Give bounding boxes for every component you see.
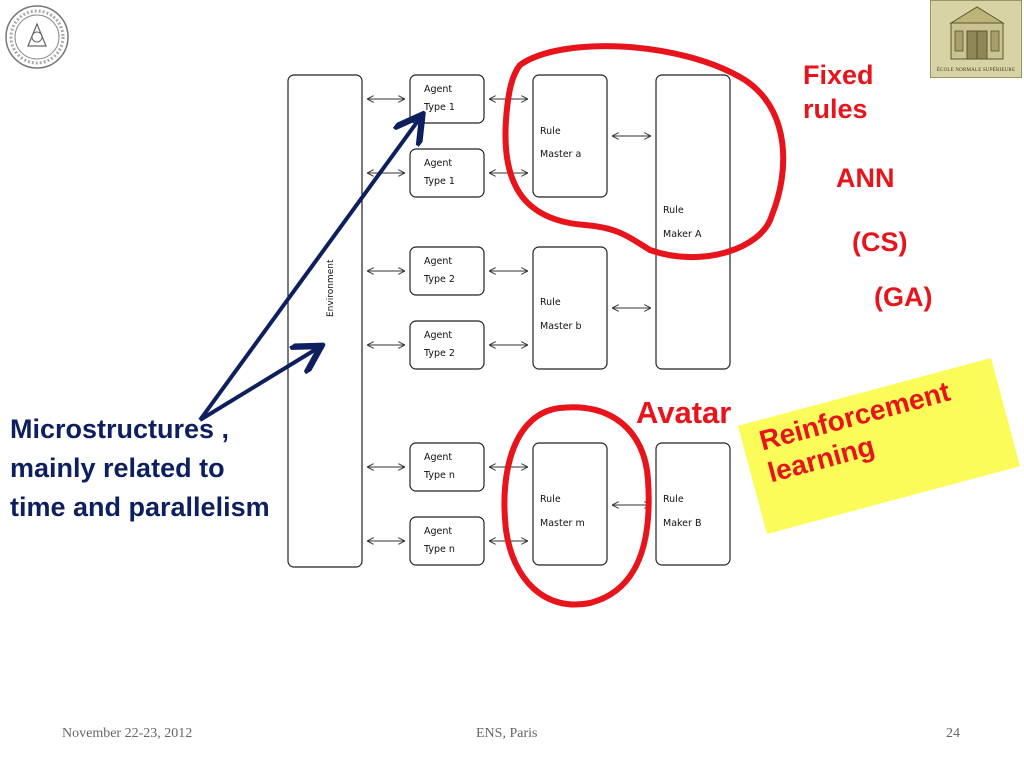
footer-date: November 22-23, 2012 — [62, 726, 193, 741]
rule-master-box — [532, 246, 608, 370]
agent-label-line1: Agent — [424, 526, 453, 537]
ens-logo: ÉCOLE NORMALE SUPÉRIEURE — [930, 0, 1022, 78]
rule-maker-box — [655, 74, 731, 370]
agent-label-line2: Type n — [424, 544, 455, 555]
agent-box — [409, 74, 485, 124]
avatar-loop — [501, 404, 652, 608]
agent-label-line2: Type 1 — [424, 102, 455, 113]
cs-annotation: (CS) — [852, 227, 908, 257]
agent-box — [409, 148, 485, 198]
agent-box — [409, 442, 485, 492]
rule-maker-label-line2: Maker B — [663, 518, 702, 529]
agent-label-line1: Agent — [424, 84, 453, 95]
ens-logo-caption: ÉCOLE NORMALE SUPÉRIEURE — [936, 68, 1016, 73]
footer-venue: ENS, Paris — [476, 726, 538, 741]
agent-label-line2: Type n — [424, 470, 455, 481]
rule-master-label-line2: Master b — [540, 321, 582, 332]
avatar-annotation: Avatar — [636, 395, 732, 430]
agent-label-line1: Agent — [424, 158, 453, 169]
university-seal-logo — [4, 4, 70, 70]
agent-label-line2: Type 2 — [424, 348, 455, 359]
agent-label-line1: Agent — [424, 256, 453, 267]
rule-master-label-line1: Rule — [540, 126, 561, 137]
rule-maker-box — [655, 442, 731, 566]
agent-box — [409, 246, 485, 296]
rule-master-label-line2: Master m — [540, 518, 585, 529]
rule-maker-label-line1: Rule — [663, 205, 684, 216]
ann-annotation: ANN — [836, 163, 895, 193]
rule-master-label-line1: Rule — [540, 297, 561, 308]
page-number: 24 — [946, 726, 960, 741]
environment-label: Environment — [326, 259, 336, 317]
micro-arrow-upper — [198, 118, 420, 422]
rule-master-label-line2: Master a — [540, 149, 582, 160]
fixed-rules-annotation: Fixed rules — [803, 60, 874, 124]
rule-maker-label-line2: Maker A — [663, 229, 702, 240]
rule-master-box — [532, 74, 608, 198]
agent-label-line2: Type 1 — [424, 176, 455, 187]
environment-box — [287, 74, 363, 568]
agent-label-line1: Agent — [424, 330, 453, 341]
micro-arrow-lower — [198, 348, 318, 422]
agent-box — [409, 516, 485, 566]
agent-label-line2: Type 2 — [424, 274, 455, 285]
fixed-rules-loop — [502, 43, 787, 260]
rule-master-box — [532, 442, 608, 566]
rule-master-label-line1: Rule — [540, 494, 561, 505]
agent-label-line1: Agent — [424, 452, 453, 463]
microstructures-text: Microstructures , mainly related to time… — [10, 414, 270, 522]
rule-maker-label-line1: Rule — [663, 494, 684, 505]
ga-annotation: (GA) — [874, 282, 933, 312]
agent-box — [409, 320, 485, 370]
